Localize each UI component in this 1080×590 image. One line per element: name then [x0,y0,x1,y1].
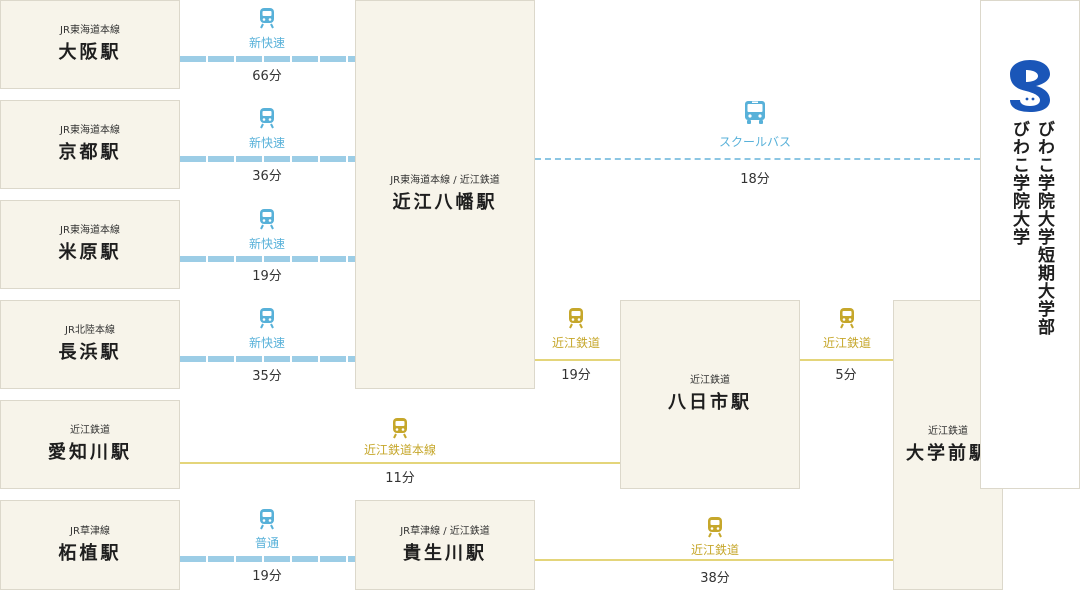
station-echigawa: 近江鉄道 愛知川駅 [0,400,180,489]
route-time: 36分 [252,169,282,184]
university-name: びわこ学院大学 [1009,120,1029,246]
route-line-echigawa [180,462,620,464]
route-time: 18分 [740,172,770,187]
bus-icon [745,101,765,124]
route-line-kyoto [180,156,355,162]
train-icon [393,418,407,439]
station-name: 貴生川駅 [403,542,487,564]
route-line-osaka [180,56,355,62]
station-name: 京都駅 [58,142,122,163]
station-name: 米原駅 [58,242,122,263]
route-time: 19分 [561,368,591,383]
route-service-label: 近江鉄道 [690,543,739,557]
train-icon [708,517,722,538]
station-tsuge: JR草津線 柘植駅 [0,500,180,590]
route-service-label: 新快速 [248,36,285,50]
route-time: 35分 [252,369,282,384]
station-omihachiman: JR東海道本線 / 近江鉄道 近江八幡駅 [355,0,535,389]
route-service-label: 近江鉄道 [822,336,871,350]
station-line: JR北陸本線 [65,325,115,336]
route-line-school-bus [535,158,980,160]
route-time: 5分 [835,368,857,383]
train-icon [840,308,854,329]
route-time: 19分 [252,569,282,584]
route-line-nagahama [180,356,355,362]
route-service-label: 近江鉄道 [551,336,600,350]
route-time: 19分 [252,269,282,284]
station-line: JR東海道本線 [60,25,120,36]
station-name: 柘植駅 [58,542,122,564]
station-yokaichi: 近江鉄道 八日市駅 [620,300,800,489]
station-nagahama: JR北陸本線 長浜駅 [0,300,180,389]
university-panel: びわこ学院大学短期大学部 びわこ学院大学 [980,0,1080,489]
station-name: 長浜駅 [58,342,122,363]
station-maibara: JR東海道本線 米原駅 [0,200,180,289]
station-line: JR草津線 [70,525,110,537]
route-service-label: 新快速 [248,136,285,150]
route-service-label: 新快速 [248,336,285,350]
station-line: JR東海道本線 [60,225,120,236]
route-time: 66分 [252,69,282,84]
station-kibukawa: JR草津線 / 近江鉄道 貴生川駅 [355,500,535,590]
station-osaka: JR東海道本線 大阪駅 [0,0,180,89]
train-icon [569,308,583,329]
route-line-maibara [180,256,355,262]
route-time: 38分 [700,571,730,586]
station-kyoto: JR東海道本線 京都駅 [0,100,180,189]
route-service-label: 新快速 [248,237,285,251]
route-service-label: スクールバス [718,135,791,149]
train-icon [260,8,274,29]
station-line: JR東海道本線 [60,125,120,136]
station-name: 愛知川駅 [48,442,132,463]
train-icon [260,509,274,530]
train-icon [260,209,274,230]
station-name: 近江八幡駅 [392,192,498,213]
route-service-label: 近江鉄道本線 [363,443,436,457]
route-line-omihachiman-yokaichi [535,359,620,361]
station-line: 近江鉄道 [928,425,968,437]
university-name-junior: びわこ学院大学短期大学部 [1034,120,1054,336]
train-icon [260,108,274,129]
station-line: JR草津線 / 近江鉄道 [400,525,490,537]
route-line-yokaichi-daigakumae [800,359,893,361]
station-name: 八日市駅 [668,392,752,413]
train-icon [260,308,274,329]
station-line: JR東海道本線 / 近江鉄道 [390,175,500,186]
route-service-label: 普通 [254,536,279,550]
route-time: 11分 [385,471,415,486]
station-line: 近江鉄道 [70,425,110,436]
university-logo-icon [1010,60,1050,112]
station-name: 大学前駅 [906,442,990,464]
station-name: 大阪駅 [58,42,122,63]
station-line: 近江鉄道 [690,375,730,386]
route-line-tsuge [180,556,355,562]
route-line-kibukawa-daigakumae [535,559,893,561]
